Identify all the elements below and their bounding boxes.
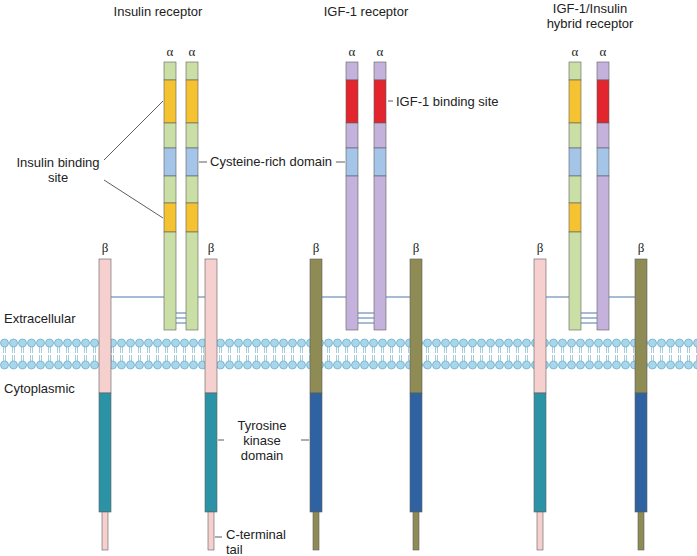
chain-label: β	[208, 240, 215, 255]
chain-label: α	[167, 44, 174, 59]
chain-label: α	[349, 44, 356, 59]
disulfide-bond	[322, 297, 410, 323]
chain-label: α	[377, 44, 384, 59]
igf-alpha-chain	[597, 62, 609, 330]
chain-label: β	[313, 240, 320, 255]
insulin-alpha-chain	[164, 62, 176, 330]
chain-label: β	[638, 240, 645, 255]
domain-label: Tyrosine kinase domain	[226, 418, 298, 463]
chain-label: β	[102, 240, 109, 255]
igf-beta-chain	[310, 259, 322, 550]
leader-line	[104, 101, 393, 537]
chain-label: α	[189, 44, 196, 59]
insulin-alpha-chain	[186, 62, 198, 330]
insulin-beta-chain	[205, 259, 217, 550]
chain-label: α	[600, 44, 607, 59]
disulfide-bond	[111, 297, 205, 323]
disulfide-bond	[546, 297, 635, 323]
chain-label: β	[413, 240, 420, 255]
domain-label: Insulin binding site	[16, 155, 100, 185]
igf-alpha-chain	[374, 62, 386, 330]
domain-label: IGF-1 binding site	[396, 94, 499, 109]
region-label: Cytoplasmic	[4, 381, 75, 396]
igf-beta-chain	[410, 259, 422, 550]
insulin-alpha-chain	[569, 62, 581, 330]
receptor-title: IGF-1/Insulin hybrid receptor	[534, 1, 646, 31]
igf-beta-chain	[635, 259, 647, 550]
receptor-title: Insulin receptor	[114, 4, 203, 19]
domain-label: C-terminal tail	[226, 527, 298, 556]
insulin-beta-chain	[99, 259, 111, 550]
domain-label: Cysteine-rich domain	[210, 154, 332, 169]
chain-label: β	[537, 240, 544, 255]
chain-label: α	[572, 44, 579, 59]
insulin-beta-chain	[534, 259, 546, 550]
region-label: Extracellular	[4, 311, 76, 326]
igf-alpha-chain	[346, 62, 358, 330]
receptor-title: IGF-1 receptor	[324, 4, 409, 19]
